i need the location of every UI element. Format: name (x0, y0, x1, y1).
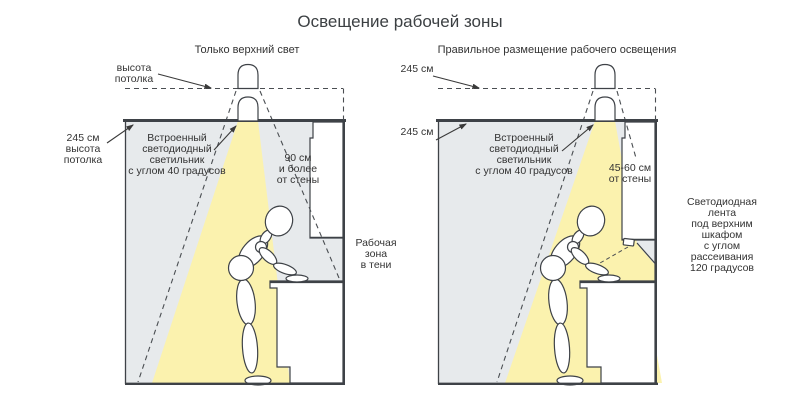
label-ceiling-height: высота потолка (114, 62, 154, 85)
light-angle-line (137, 90, 237, 383)
ceiling-light-cone (152, 121, 290, 383)
pointer-arrow (561, 124, 594, 152)
right-panel-caption: Правильное размещение рабочего освещения (437, 44, 677, 56)
wedge-edge (636, 242, 657, 265)
pointer-arrow (106, 124, 134, 144)
label-led-strip: Светодиодная лента под верхним шкафом с … (687, 196, 757, 274)
page-title: Освещение рабочей зоны (297, 12, 503, 31)
ceiling-lamp-icon (237, 63, 259, 90)
recessed-lamp-icon (594, 96, 616, 122)
label-fixture: Встроенный светодиодный светильник с угл… (128, 132, 226, 177)
person-figure (227, 205, 309, 386)
label-distance-from-wall: 45-60 см от стены (608, 162, 652, 185)
left-panel-scene (106, 63, 346, 386)
plate (285, 274, 309, 283)
ceiling-lamp-icon (594, 63, 616, 90)
label-work-zone: Рабочая зона в тени (355, 237, 397, 271)
label-ceiling-height: 245 см (400, 63, 434, 75)
left-panel-caption: Только верхний свет (194, 44, 300, 56)
recessed-lamp-icon (237, 96, 259, 122)
led-spread-line (585, 246, 629, 272)
light-angle-line (616, 90, 637, 159)
pointer-arrow (432, 75, 481, 89)
label-distance-from-wall: 90 см и более от стены (276, 152, 320, 186)
light-angle-line (496, 90, 594, 383)
label-ceiling-height-value: 245 см (400, 126, 434, 138)
pointer-arrow (157, 73, 213, 89)
label-ceiling-height-value: 245 см высота потолка (63, 132, 103, 166)
light-angle-line (259, 90, 340, 279)
right-panel-scene (432, 63, 662, 386)
led-strip-icon (622, 237, 635, 247)
pointer-arrow (213, 125, 237, 151)
label-fixture: Встроенный светодиодный светильник с угл… (475, 132, 573, 177)
pointer-arrow (435, 123, 467, 141)
